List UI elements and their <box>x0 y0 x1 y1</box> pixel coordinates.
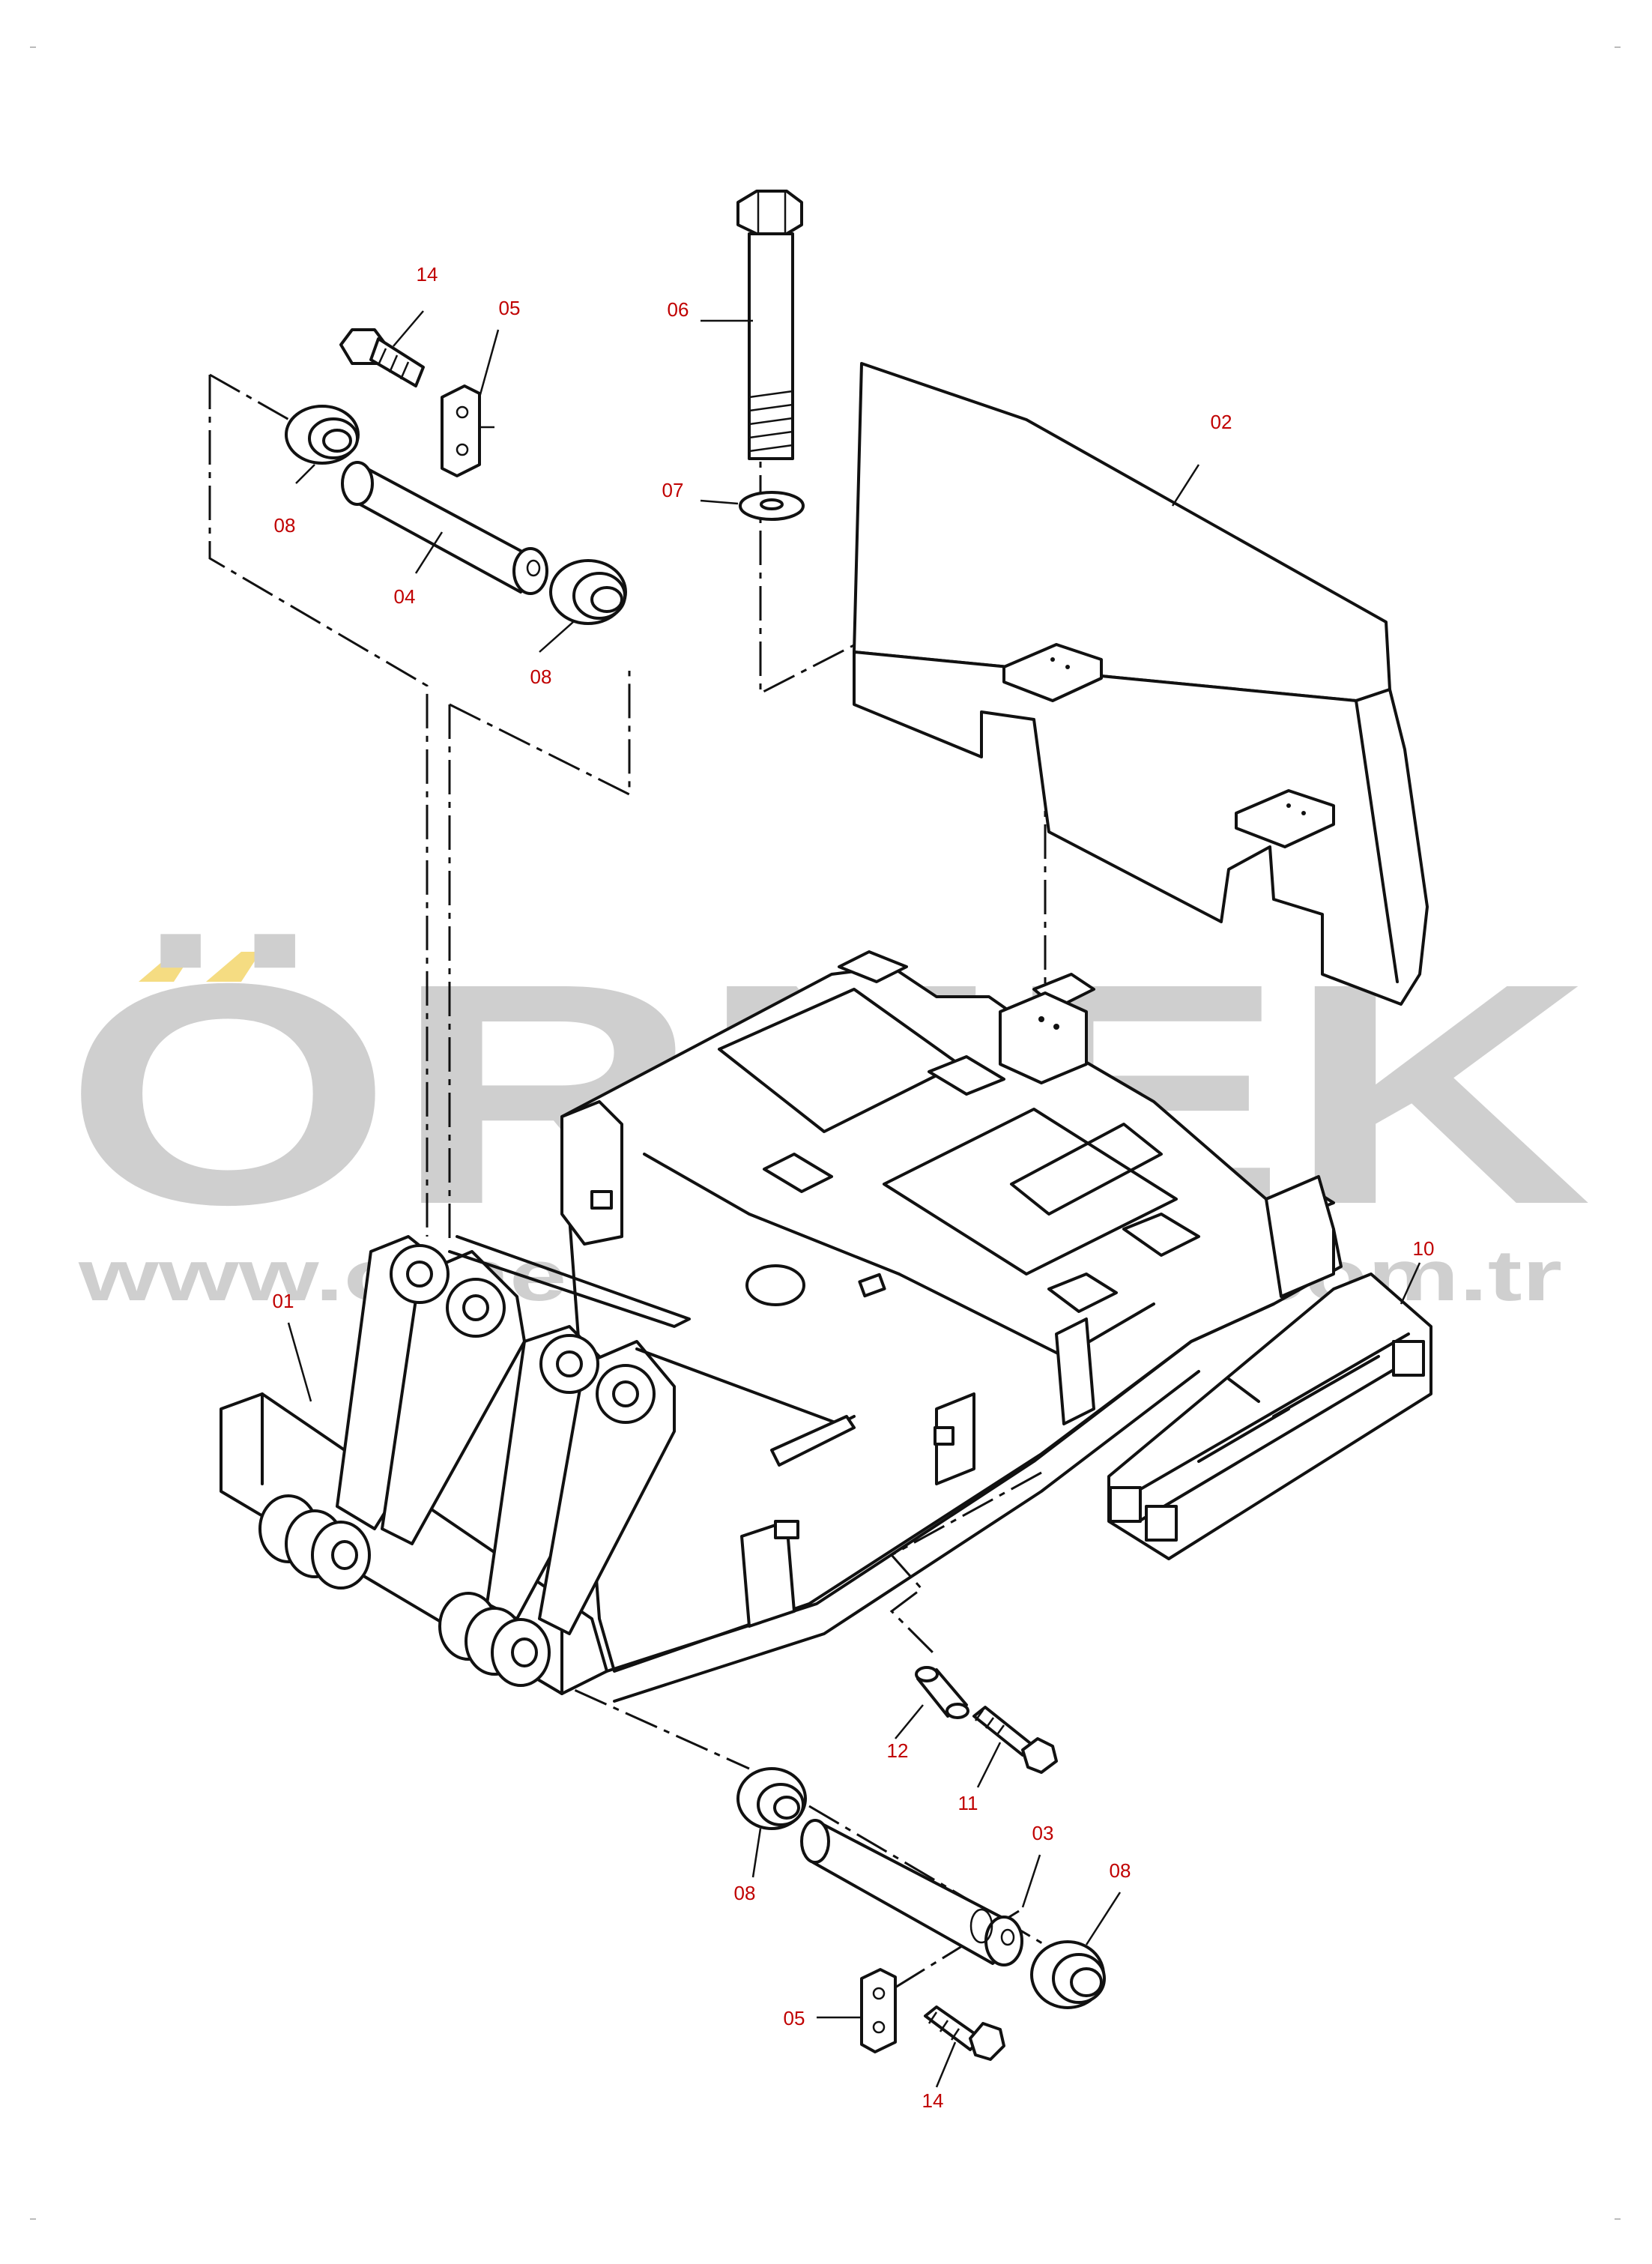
callout-10: 10 <box>1413 1237 1435 1260</box>
bushing-08-d <box>1030 1940 1106 2009</box>
spacer-12 <box>915 1666 969 1719</box>
counterweight-pad-bottom <box>1235 789 1335 848</box>
corner-marks <box>30 46 1621 2220</box>
callout-03: 03 <box>1032 1822 1054 1844</box>
callout-08-b: 08 <box>530 665 552 688</box>
callout-08-c: 08 <box>734 1882 756 1904</box>
callout-07: 07 <box>662 479 684 501</box>
hinge-eyes <box>258 1494 551 1687</box>
callout-14-top: 14 <box>417 263 438 286</box>
callout-04: 04 <box>394 585 416 608</box>
bushing-08-b <box>549 559 627 625</box>
counterweight-pad-top <box>1002 643 1103 702</box>
counterweight-02 <box>853 362 1429 1006</box>
bolt-11 <box>972 1706 1058 1774</box>
callout-14-bottom: 14 <box>922 2089 944 2112</box>
bushing-08-c <box>736 1767 807 1830</box>
callout-05-top: 05 <box>499 297 521 319</box>
bolt-14-top <box>339 328 425 387</box>
bolt-06 <box>736 190 803 460</box>
bolt-14-bottom <box>924 2005 1005 2061</box>
bolt-06-threads <box>748 390 793 453</box>
bushing-08-a <box>285 405 360 465</box>
lock-plate-05-top <box>441 384 481 477</box>
leader-lines <box>287 310 1421 2088</box>
side-cover-10 <box>1107 1273 1432 1560</box>
pin-04 <box>341 461 548 595</box>
callout-08-a: 08 <box>274 514 296 537</box>
pin-03 <box>800 1819 1023 1966</box>
main-frame-01 <box>220 950 1343 1703</box>
lock-plate-05-bottom <box>860 1968 897 2053</box>
callout-01: 01 <box>273 1290 294 1312</box>
callout-labels: 14 05 06 02 07 08 04 08 01 10 12 11 03 0… <box>273 263 1435 2112</box>
washer-07 <box>739 491 805 521</box>
callout-02: 02 <box>1211 411 1232 433</box>
callout-12: 12 <box>887 1739 909 1762</box>
boom-lugs <box>336 1235 856 1635</box>
watermark-umlaut-icon <box>139 952 261 982</box>
callout-11: 11 <box>958 1792 978 1814</box>
callout-06: 06 <box>668 298 689 321</box>
callout-08-d: 08 <box>1110 1859 1131 1882</box>
callout-05-bottom: 05 <box>784 2007 805 2029</box>
